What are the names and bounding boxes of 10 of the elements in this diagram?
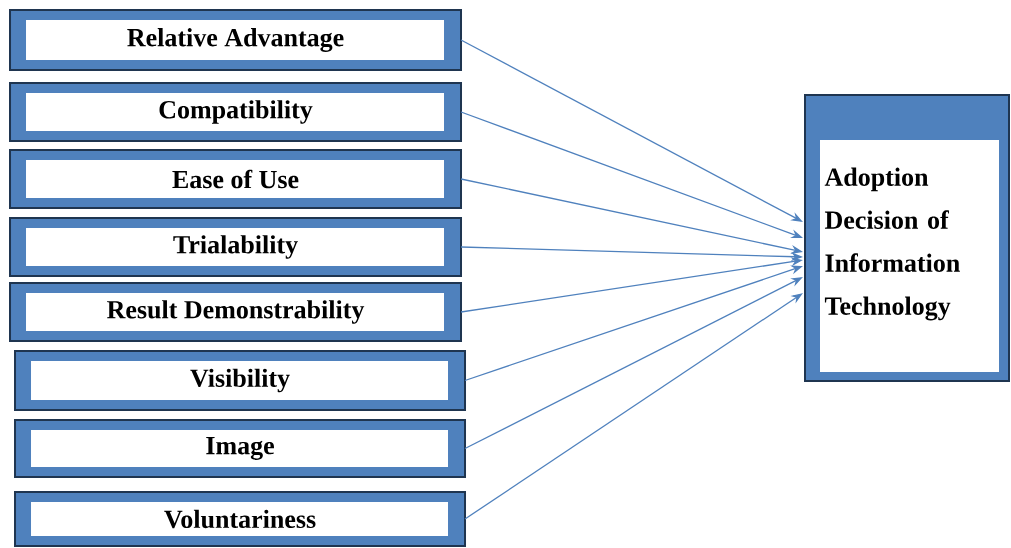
factor-box: Ease of Use	[9, 149, 462, 209]
factor-box: Trialability	[9, 217, 462, 277]
arrow	[464, 293, 803, 520]
factor-box: Result Demonstrability	[9, 282, 462, 342]
factor-box: Voluntariness	[14, 491, 466, 547]
result-box: Adoption Decision of Information Technology	[804, 94, 1010, 382]
factor-box: Visibility	[14, 350, 466, 411]
factor-box: Relative Advantage	[9, 9, 462, 71]
factor-box: Image	[14, 419, 466, 478]
factor-box: Compatibility	[9, 82, 462, 142]
